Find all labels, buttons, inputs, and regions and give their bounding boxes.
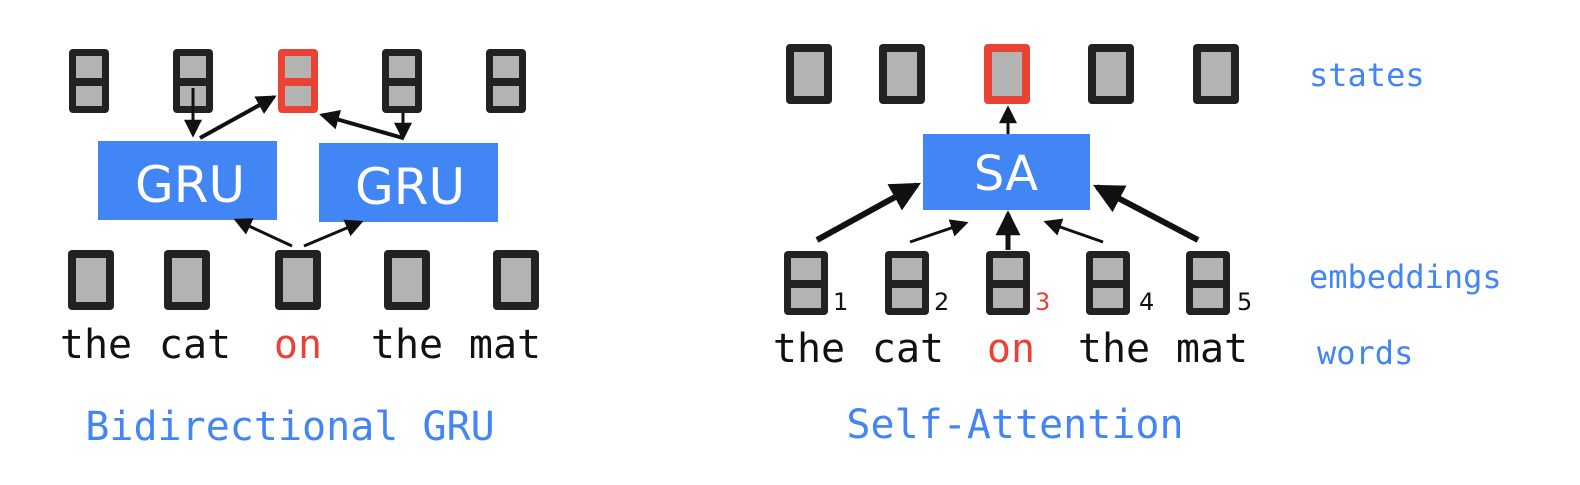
right-state-cell <box>1088 44 1134 104</box>
arrow-embedding-to-gru-right <box>303 219 364 248</box>
right-state-cell <box>879 44 925 104</box>
left-state-cell <box>382 49 422 113</box>
gru-box-left-label: GRU <box>135 156 245 214</box>
attention-arrow <box>909 219 969 244</box>
left-word: mat <box>469 322 541 368</box>
right-embedding-cell <box>784 251 828 315</box>
position-index-highlighted: 3 <box>1035 288 1050 316</box>
right-word: the <box>1078 326 1150 372</box>
left-word: the <box>60 322 132 368</box>
gru-box-left: GRU <box>98 141 277 220</box>
right-state-cell <box>1193 44 1239 104</box>
left-state-row <box>69 49 526 113</box>
left-word: the <box>371 322 443 368</box>
sa-box-label: SA <box>974 146 1038 202</box>
right-state-cell-highlighted <box>984 44 1030 104</box>
right-panel: SA <box>773 44 1502 448</box>
arrow-embedding-to-gru-left <box>233 218 293 248</box>
row-label-words: words <box>1317 334 1413 372</box>
left-state-cell-highlighted <box>278 49 318 113</box>
right-state-row <box>786 44 1239 104</box>
right-embedding-cell <box>986 251 1030 315</box>
left-words: the cat on the mat <box>60 322 541 368</box>
attention-arrow <box>815 182 921 243</box>
left-embedding-cell <box>384 250 430 310</box>
left-state-cell <box>69 49 109 113</box>
sa-box: SA <box>923 134 1090 210</box>
right-embedding-row <box>784 251 1230 315</box>
arrow-gru-right-to-state <box>319 110 404 140</box>
arrow-gru-left-to-state <box>199 95 277 140</box>
right-arrows <box>815 105 1200 250</box>
left-panel: GRU GRU <box>60 49 541 450</box>
position-index: 5 <box>1237 288 1252 316</box>
gru-box-right: GRU <box>319 143 498 222</box>
right-word: mat <box>1176 326 1248 372</box>
right-state-cell <box>786 44 832 104</box>
right-embedding-cell <box>1086 251 1130 315</box>
right-embedding-cell <box>1186 251 1230 315</box>
right-embedding-cell <box>885 251 929 315</box>
position-index: 2 <box>934 288 949 316</box>
left-embedding-cell <box>493 250 539 310</box>
row-label-embeddings: embeddings <box>1309 258 1502 296</box>
right-word: cat <box>872 326 944 372</box>
right-word-highlighted: on <box>987 326 1035 372</box>
position-index: 1 <box>833 288 848 316</box>
left-arrows <box>184 88 412 248</box>
position-indices: 1 2 3 4 5 <box>833 288 1252 316</box>
left-embedding-row <box>68 250 539 310</box>
left-state-cell <box>486 49 526 113</box>
right-word: the <box>773 326 845 372</box>
left-word: cat <box>159 322 231 368</box>
position-index: 4 <box>1139 288 1154 316</box>
left-panel-title: Bidirectional GRU <box>85 404 494 450</box>
right-words: the cat on the mat <box>773 326 1248 372</box>
left-embedding-cell <box>164 250 210 310</box>
gru-box-right-label: GRU <box>355 158 465 216</box>
row-labels: states embeddings words <box>1309 56 1502 372</box>
right-panel-title: Self-Attention <box>846 402 1183 448</box>
left-embedding-cell <box>68 250 114 310</box>
left-word-highlighted: on <box>274 322 322 368</box>
attention-arrow <box>1043 218 1104 244</box>
row-label-states: states <box>1309 56 1425 94</box>
attention-arrow <box>1093 184 1200 243</box>
left-embedding-cell <box>275 250 321 310</box>
